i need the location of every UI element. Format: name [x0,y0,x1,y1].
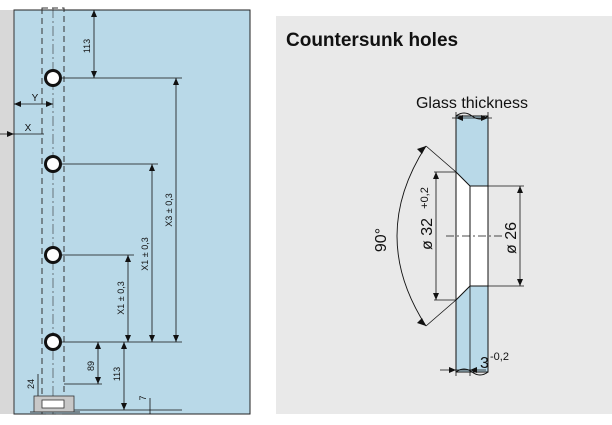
dim-x1-lower-label: X1 ± 0,3 [116,281,126,314]
countersunk-panel: Countersunk holes Glass thickness [276,16,612,414]
dim-7: 7 [138,395,151,414]
depth-label: 3 [480,355,489,372]
dim-angle-90: 90° [373,145,457,327]
hole-3 [44,246,62,264]
dim-y-label: Y [32,93,39,104]
dim-x1-lower: X1 ± 0,3 [116,255,131,342]
hole-2 [44,155,62,173]
edge-profile [0,10,14,414]
hole-position-svg: 113 Y X X3 ± 0,3 X1 ± 0,3 X1 ± 0,3 [0,7,251,415]
glass-thickness-label: Glass thickness [416,95,528,112]
panel-title: Countersunk holes [286,30,459,51]
dim-x3-label: X3 ± 0,3 [164,193,174,226]
dim-89-label: 89 [86,361,96,371]
dim-x1-upper-label: X1 ± 0,3 [140,237,150,270]
dim-113-top-label: 113 [82,39,92,53]
dim-depth-3: 3 -0,2 [440,286,509,376]
countersunk-svg: Glass thickness ø 32 +0,2 ø 26 [373,95,528,376]
dim-x3: X3 ± 0,3 [164,78,179,342]
hole-1 [44,69,62,87]
dim-y: Y [14,93,53,107]
dim-113-bottom-label: 113 [112,367,122,381]
dim-x-label: X [25,123,32,134]
dim-glass-thickness: Glass thickness [416,95,528,124]
dim-diameter-26: ø 26 [488,185,524,287]
dim-x1-upper: X1 ± 0,3 [140,164,155,342]
dim-89: 89 [64,342,102,385]
dim-x: X [0,123,44,137]
dim-113-bottom: 113 [112,342,127,410]
dim-7-label: 7 [138,395,148,400]
dim-24-label: 24 [26,379,36,389]
dim-113-top: 113 [82,10,97,78]
diameter-32-tolerance: +0,2 [419,187,431,209]
hole-4 [44,333,62,351]
bottom-fitting [30,395,80,413]
diameter-26-label: ø 26 [503,222,520,254]
depth-tolerance: -0,2 [490,351,509,363]
dim-diameter-32: ø 32 +0,2 [419,171,456,301]
diameter-32-label: ø 32 [419,218,436,250]
hole-position-drawing: 113 Y X X3 ± 0,3 X1 ± 0,3 X1 ± 0,3 [0,0,262,420]
angle-label: 90° [373,228,390,252]
